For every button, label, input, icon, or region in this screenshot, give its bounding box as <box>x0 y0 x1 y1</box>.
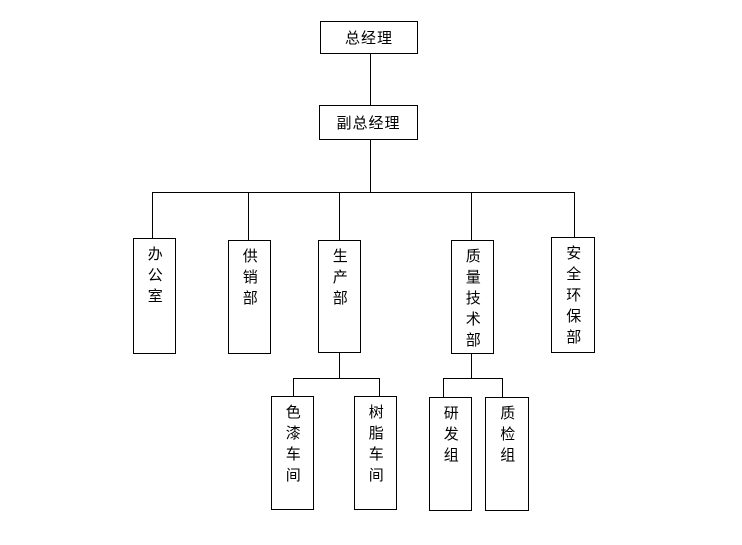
node-quality-tech-label: 质量技术部 <box>463 248 482 353</box>
node-production-label: 生产部 <box>330 248 349 311</box>
node-paint-workshop-label: 色漆车间 <box>283 404 302 488</box>
connector-drop-rd-group <box>443 378 444 397</box>
connector-quality-bus <box>443 378 503 379</box>
connector-drop-supply-sales <box>248 192 249 240</box>
connector-quality-stem <box>471 353 472 378</box>
node-quality-tech: 质量技术部 <box>451 240 494 354</box>
node-safety-env-label: 安全环保部 <box>564 245 583 350</box>
node-office: 办公室 <box>133 238 176 354</box>
node-supply-sales-label: 供销部 <box>240 248 259 311</box>
node-qc-group: 质检组 <box>485 397 529 511</box>
connector-drop-office <box>152 192 153 238</box>
connector-drop-qc-group <box>502 378 503 397</box>
connector-drop-production <box>339 192 340 240</box>
node-production: 生产部 <box>318 240 361 353</box>
connector-drop-safety-env <box>574 192 575 237</box>
node-paint-workshop: 色漆车间 <box>271 396 314 510</box>
node-qc-group-label: 质检组 <box>498 405 517 468</box>
node-safety-env: 安全环保部 <box>551 237 595 353</box>
node-deputy-general-manager-label: 副总经理 <box>336 114 401 132</box>
connector-drop-quality-tech <box>471 192 472 240</box>
connector-production-bus <box>293 378 380 379</box>
node-supply-sales: 供销部 <box>228 240 271 354</box>
node-rd-group-label: 研发组 <box>441 405 460 468</box>
connector-drop-resin-workshop <box>379 378 380 396</box>
node-general-manager: 总经理 <box>320 21 418 54</box>
node-resin-workshop: 树脂车间 <box>354 396 397 510</box>
node-general-manager-label: 总经理 <box>344 29 393 47</box>
node-rd-group: 研发组 <box>429 397 472 511</box>
node-resin-workshop-label: 树脂车间 <box>366 404 385 488</box>
node-office-label: 办公室 <box>145 246 164 309</box>
connector-main-bus <box>152 192 575 193</box>
connector-dgm-bus <box>370 139 371 192</box>
connector-gm-dgm <box>370 53 371 105</box>
connector-production-stem <box>339 352 340 378</box>
connector-drop-paint-workshop <box>293 378 294 396</box>
node-deputy-general-manager: 副总经理 <box>319 105 418 140</box>
